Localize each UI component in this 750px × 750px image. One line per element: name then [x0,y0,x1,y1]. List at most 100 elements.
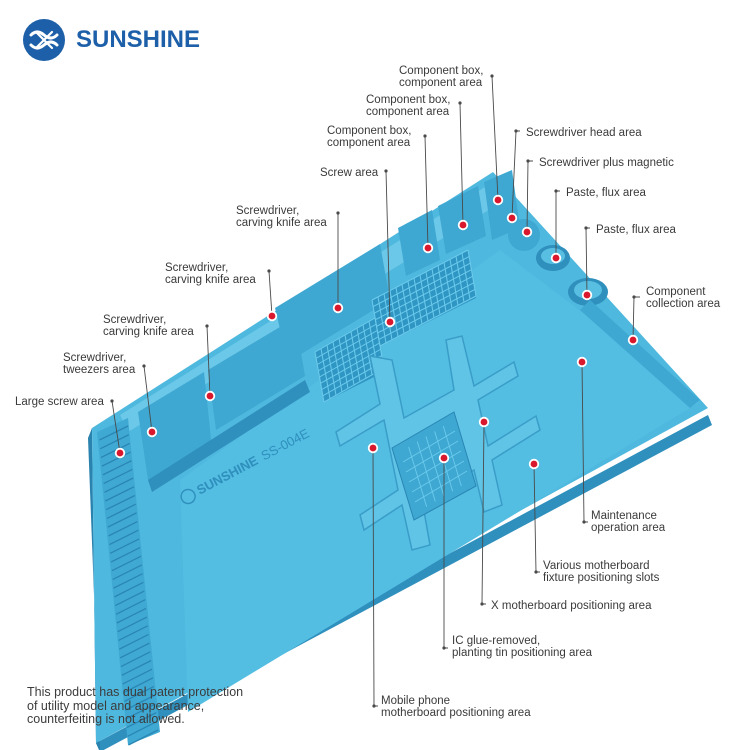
grid-line [374,262,471,314]
rib-line [114,581,144,598]
rib-line [100,442,131,459]
leader-line [111,400,121,454]
leader-line [385,170,391,323]
rib-line [117,616,148,633]
grid-line [419,274,429,322]
callout-label-screwdriver-head: Screwdriver head area [526,127,642,139]
callout-label-component-box-2: Component box,component area [366,94,451,118]
leader-end-dot [267,269,271,273]
grid-line [383,293,393,340]
rib-line [121,659,152,676]
marker-dot [148,428,156,436]
callout-label-screwdriver-tweezers: Screwdriver,tweezers area [63,352,136,376]
leader-end-dot [110,399,114,403]
grid-line [389,290,399,337]
sunshine-logo-icon [23,19,65,61]
marker-dot [206,392,214,400]
marker-dot [459,221,467,229]
leader-end-dot [205,324,209,328]
leader-end-dot [336,211,340,215]
callout-label-component-box-3: Component box,component area [327,125,412,149]
rib-line [105,494,136,511]
rib-line [106,503,137,520]
rib-line [119,633,149,650]
marker-dot [424,244,432,252]
ic-grid-cells [402,426,468,507]
grid-line [431,268,441,315]
patent-notice: This product has dual patent protection … [27,685,244,726]
rib-line [123,677,154,694]
rib-line [126,712,157,729]
brand-name: SUNSHINE [76,26,201,53]
rib-line [118,625,149,642]
leader-end-dot [514,129,518,133]
grid-line [377,296,387,343]
carving-compartment-2 [275,244,390,362]
rib-line [127,720,158,737]
compartment-divider-row [148,380,310,492]
callout-label-screwdriver-carving-3: Screwdriver,carving knife area [103,314,194,338]
rib-line [99,425,129,441]
carving-compartment-1 [208,318,305,430]
leader-line [424,135,429,249]
leader-end-dot [384,169,388,173]
rib-line [116,607,147,624]
brand-header: SUNSHINE [22,18,200,62]
leader-end-dot [584,226,588,230]
rib-line [113,573,143,589]
marker-dot [268,312,276,320]
rib-line [101,451,131,467]
grid-line [319,342,380,378]
grid-line [443,262,453,309]
rib-line [119,642,150,659]
leader-line [491,75,499,201]
marker-dot [578,358,586,366]
leader-end-dot [480,602,484,606]
rib-line [112,564,143,581]
rib-line [124,694,155,711]
marker-dot [508,214,516,222]
rib-line [125,703,156,720]
grid-line [395,287,405,334]
callout-label-paste-flux-2: Paste, flux area [596,224,676,236]
grid-line [425,271,435,318]
marker-dot [116,449,124,457]
callout-label-screw-area: Screw area [320,167,379,179]
rib-line [108,520,138,537]
grid-line [371,299,381,347]
rib-line [107,512,137,528]
ic-glue-area [391,411,477,521]
leader-end-dot [372,704,376,708]
leader-end-dot [442,646,446,650]
grid-line [401,284,411,331]
marker-dot [629,336,637,344]
callout-label-screwdriver-carving-2: Screwdriver,carving knife area [165,262,256,286]
grid-line [314,317,376,353]
rib-line [104,477,134,493]
rib-line [105,486,135,502]
grid-line [379,295,477,347]
marker-dot [369,444,377,452]
mat-logo-icon [180,488,196,505]
grid-line [378,288,476,340]
rib-line [109,538,140,554]
marker-dot [552,254,560,262]
leader-end-dot [423,134,427,138]
grid-line [437,265,447,312]
grid-line [320,348,381,384]
rib-line [103,468,133,485]
marker-dot [530,460,538,468]
grid-line [449,259,459,306]
large-screw-ribs [99,425,159,746]
marker-dot [440,454,448,462]
mat-side-left [88,428,100,750]
rib-line [120,651,151,668]
leader-end-dot [632,295,636,299]
component-box-a [398,210,440,276]
leader-end-dot [554,189,558,193]
callout-label-screwdriver-magnetic: Screwdriver plus magnetic [539,157,674,169]
leader-end-dot [534,570,538,574]
